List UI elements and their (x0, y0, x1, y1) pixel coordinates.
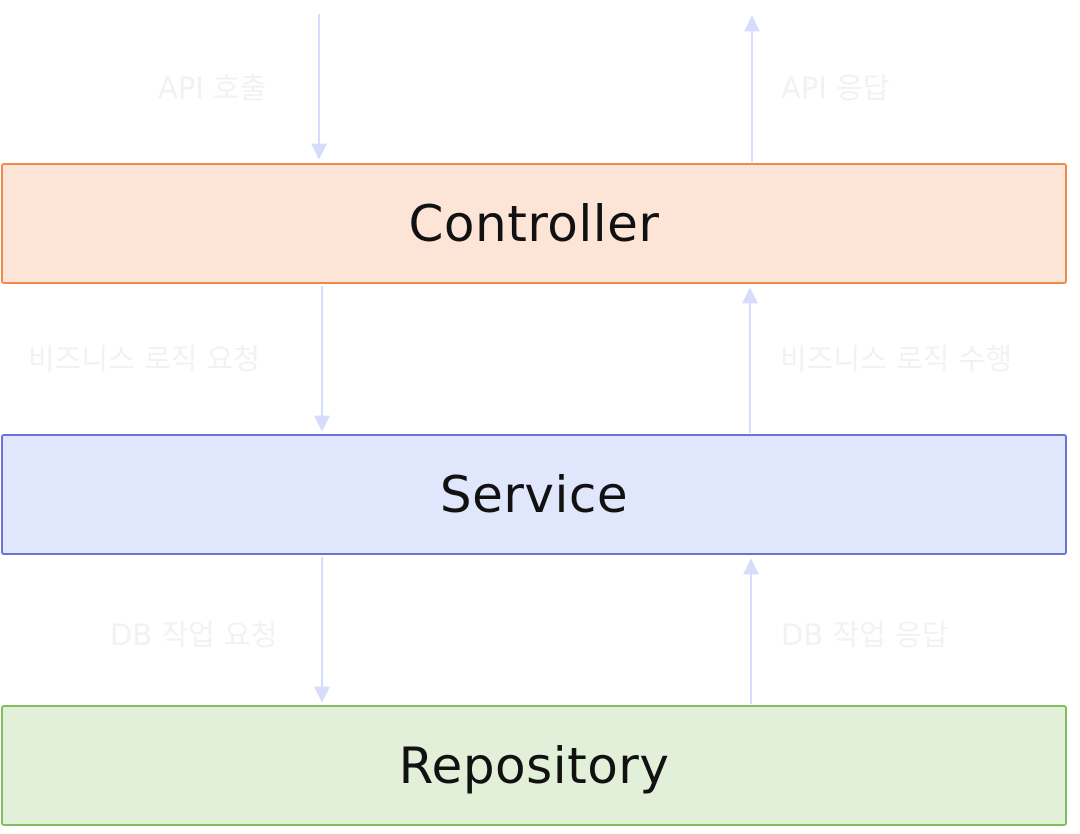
controller-layer: Controller (1, 163, 1067, 284)
controller-label: Controller (408, 194, 660, 253)
api-response-label: API 응답 (781, 71, 890, 105)
service-layer: Service (1, 434, 1067, 555)
repository-label: Repository (398, 736, 670, 795)
business-request-label: 비즈니스 로직 요청 (28, 342, 260, 376)
db-response-label: DB 작업 응답 (781, 618, 949, 652)
repository-layer: Repository (1, 705, 1067, 826)
business-perform-label: 비즈니스 로직 수행 (780, 342, 1012, 376)
service-label: Service (439, 465, 629, 524)
api-call-label: API 호출 (158, 71, 267, 105)
db-request-label: DB 작업 요청 (110, 618, 278, 652)
